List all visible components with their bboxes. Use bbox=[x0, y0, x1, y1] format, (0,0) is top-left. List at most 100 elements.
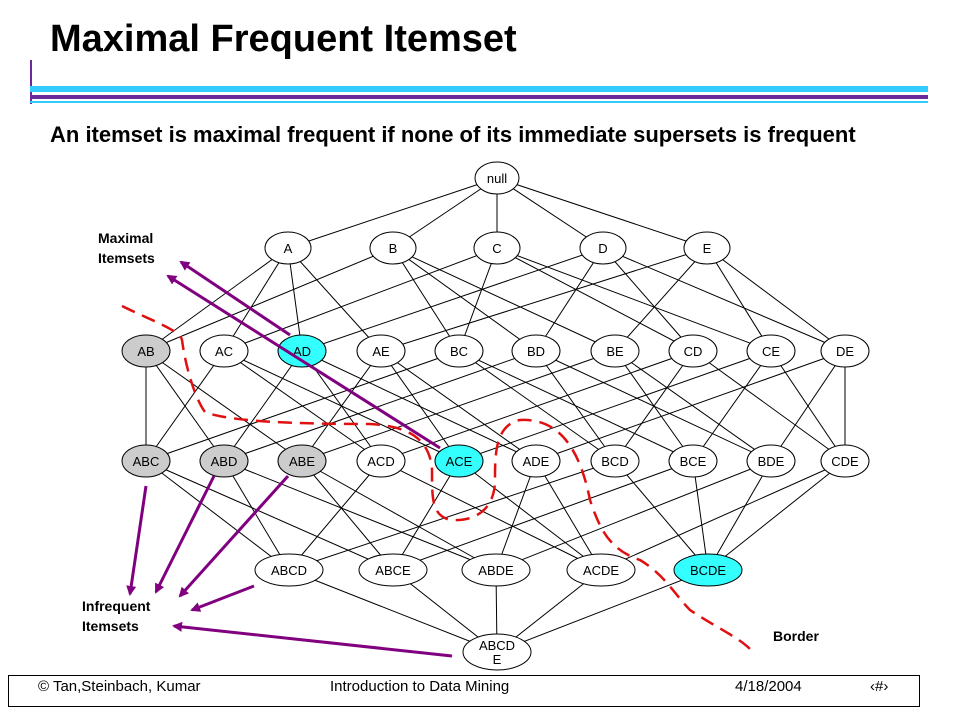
infrequent-itemsets-label: Infrequent Itemsets bbox=[82, 598, 151, 634]
lattice-edge bbox=[223, 460, 497, 571]
lattice-edge bbox=[458, 460, 602, 571]
lattice-edge bbox=[600, 460, 846, 571]
lattice-edge bbox=[301, 460, 497, 571]
itemset-node-e: E bbox=[683, 231, 731, 265]
itemset-node-bcde: BCDE bbox=[673, 553, 743, 587]
lattice-edge bbox=[223, 247, 498, 352]
lattice-edge bbox=[223, 350, 537, 462]
itemset-label: CE bbox=[762, 344, 780, 359]
lattice-edge bbox=[392, 247, 537, 352]
itemset-node-abce: ABCE bbox=[358, 553, 428, 587]
lattice-edge bbox=[535, 247, 604, 352]
itemset-node-ace: ACE bbox=[434, 444, 484, 478]
lattice-edge bbox=[145, 350, 225, 462]
lattice-edge bbox=[287, 177, 498, 249]
itemset-label: BD bbox=[527, 344, 545, 359]
lattice-edge bbox=[614, 460, 709, 571]
infrequent-arrow-abc bbox=[126, 485, 148, 596]
title-accent-line bbox=[30, 60, 32, 104]
slide-title: Maximal Frequent Itemset bbox=[50, 18, 517, 60]
itemset-label: ACDE bbox=[583, 563, 619, 578]
itemset-node-be: BE bbox=[590, 334, 640, 368]
lattice-edge bbox=[496, 247, 772, 352]
lattice-edge bbox=[223, 350, 303, 462]
itemset-label: ABE bbox=[289, 454, 315, 469]
lattice-edge bbox=[145, 460, 394, 571]
lattice-edge bbox=[380, 350, 694, 462]
lattice-edge bbox=[301, 350, 616, 462]
lattice-edge bbox=[392, 247, 616, 352]
lattice-edge bbox=[287, 247, 303, 352]
itemset-node-acd: ACD bbox=[356, 444, 406, 478]
itemset-node-abd: ABD bbox=[199, 444, 249, 478]
infrequent-arrow-abe bbox=[178, 474, 290, 598]
infrequent-arrow-abcd bbox=[190, 584, 255, 612]
lattice-edge bbox=[692, 350, 846, 462]
footer-course: Introduction to Data Mining bbox=[330, 678, 510, 695]
itemset-label: ACE bbox=[446, 454, 473, 469]
border-dashed-line bbox=[121, 304, 757, 656]
border-label: Border bbox=[773, 628, 819, 644]
lattice-edge bbox=[288, 460, 616, 571]
itemset-label: BDE bbox=[758, 454, 785, 469]
lattice-edge bbox=[288, 460, 382, 571]
itemset-node-abc: ABC bbox=[121, 444, 171, 478]
lattice-edge bbox=[392, 460, 694, 571]
itemset-label: BCE bbox=[680, 454, 707, 469]
itemset-label: BC bbox=[450, 344, 468, 359]
itemset-node-ad: AD bbox=[277, 334, 327, 368]
lattice-edge bbox=[288, 569, 498, 653]
itemset-node-d: D bbox=[579, 231, 627, 265]
itemset-node-ab: AB bbox=[121, 334, 171, 368]
itemset-label: AE bbox=[372, 344, 390, 359]
lattice-edge bbox=[707, 460, 846, 571]
infrequent-arrow-abd bbox=[154, 475, 216, 594]
itemset-label: AB bbox=[137, 344, 154, 359]
annotation-arrows bbox=[126, 260, 453, 658]
footer-date: 4/18/2004 bbox=[735, 678, 802, 695]
itemset-node-abde: ABDE bbox=[461, 553, 531, 587]
itemset-node-ade: ADE bbox=[511, 444, 561, 478]
lattice-edge bbox=[496, 177, 708, 249]
itemset-label: ABCE bbox=[375, 563, 411, 578]
itemset-node-ac: AC bbox=[199, 334, 249, 368]
itemset-node-de: DE bbox=[820, 334, 870, 368]
lattice-edge bbox=[706, 247, 772, 352]
itemset-label: ABD bbox=[211, 454, 238, 469]
itemset-label: E bbox=[703, 241, 712, 256]
lattice-edge bbox=[602, 247, 846, 352]
lattice-edge bbox=[301, 247, 604, 352]
lattice-edge bbox=[706, 247, 846, 352]
itemset-label: AD bbox=[293, 344, 311, 359]
itemset-label: A bbox=[284, 241, 293, 256]
lattice-edge bbox=[535, 460, 602, 571]
itemset-label: BE bbox=[606, 344, 624, 359]
itemset-node-abcd: ABCD bbox=[254, 553, 324, 587]
title-bar-cyan-thin bbox=[30, 101, 928, 103]
itemset-label: DE bbox=[836, 344, 854, 359]
footer-page-number: ‹#› bbox=[870, 678, 889, 695]
itemset-node-abe: ABE bbox=[277, 444, 327, 478]
slide-subtitle: An itemset is maximal frequent if none o… bbox=[50, 122, 856, 147]
lattice-edge bbox=[145, 460, 290, 571]
lattice-edge bbox=[535, 350, 616, 462]
lattice-edge bbox=[301, 350, 382, 462]
itemset-node-b: B bbox=[369, 231, 417, 265]
lattice-edge bbox=[535, 350, 846, 462]
lattice-edge bbox=[392, 247, 460, 352]
lattice-edge bbox=[770, 350, 846, 462]
itemset-node-cd: CD bbox=[668, 334, 718, 368]
itemset-label: ABC bbox=[133, 454, 160, 469]
lattice-edge bbox=[392, 460, 460, 571]
lattice-edge bbox=[496, 247, 694, 352]
itemset-label: CD bbox=[684, 344, 703, 359]
lattice-edge bbox=[223, 460, 290, 571]
itemset-label: D bbox=[598, 241, 607, 256]
itemset-label: BCD bbox=[601, 454, 628, 469]
lattice-edge bbox=[495, 460, 537, 571]
lattice-edge bbox=[614, 350, 694, 462]
itemset-node-bce: BCE bbox=[668, 444, 718, 478]
lattice-edge bbox=[602, 247, 694, 352]
